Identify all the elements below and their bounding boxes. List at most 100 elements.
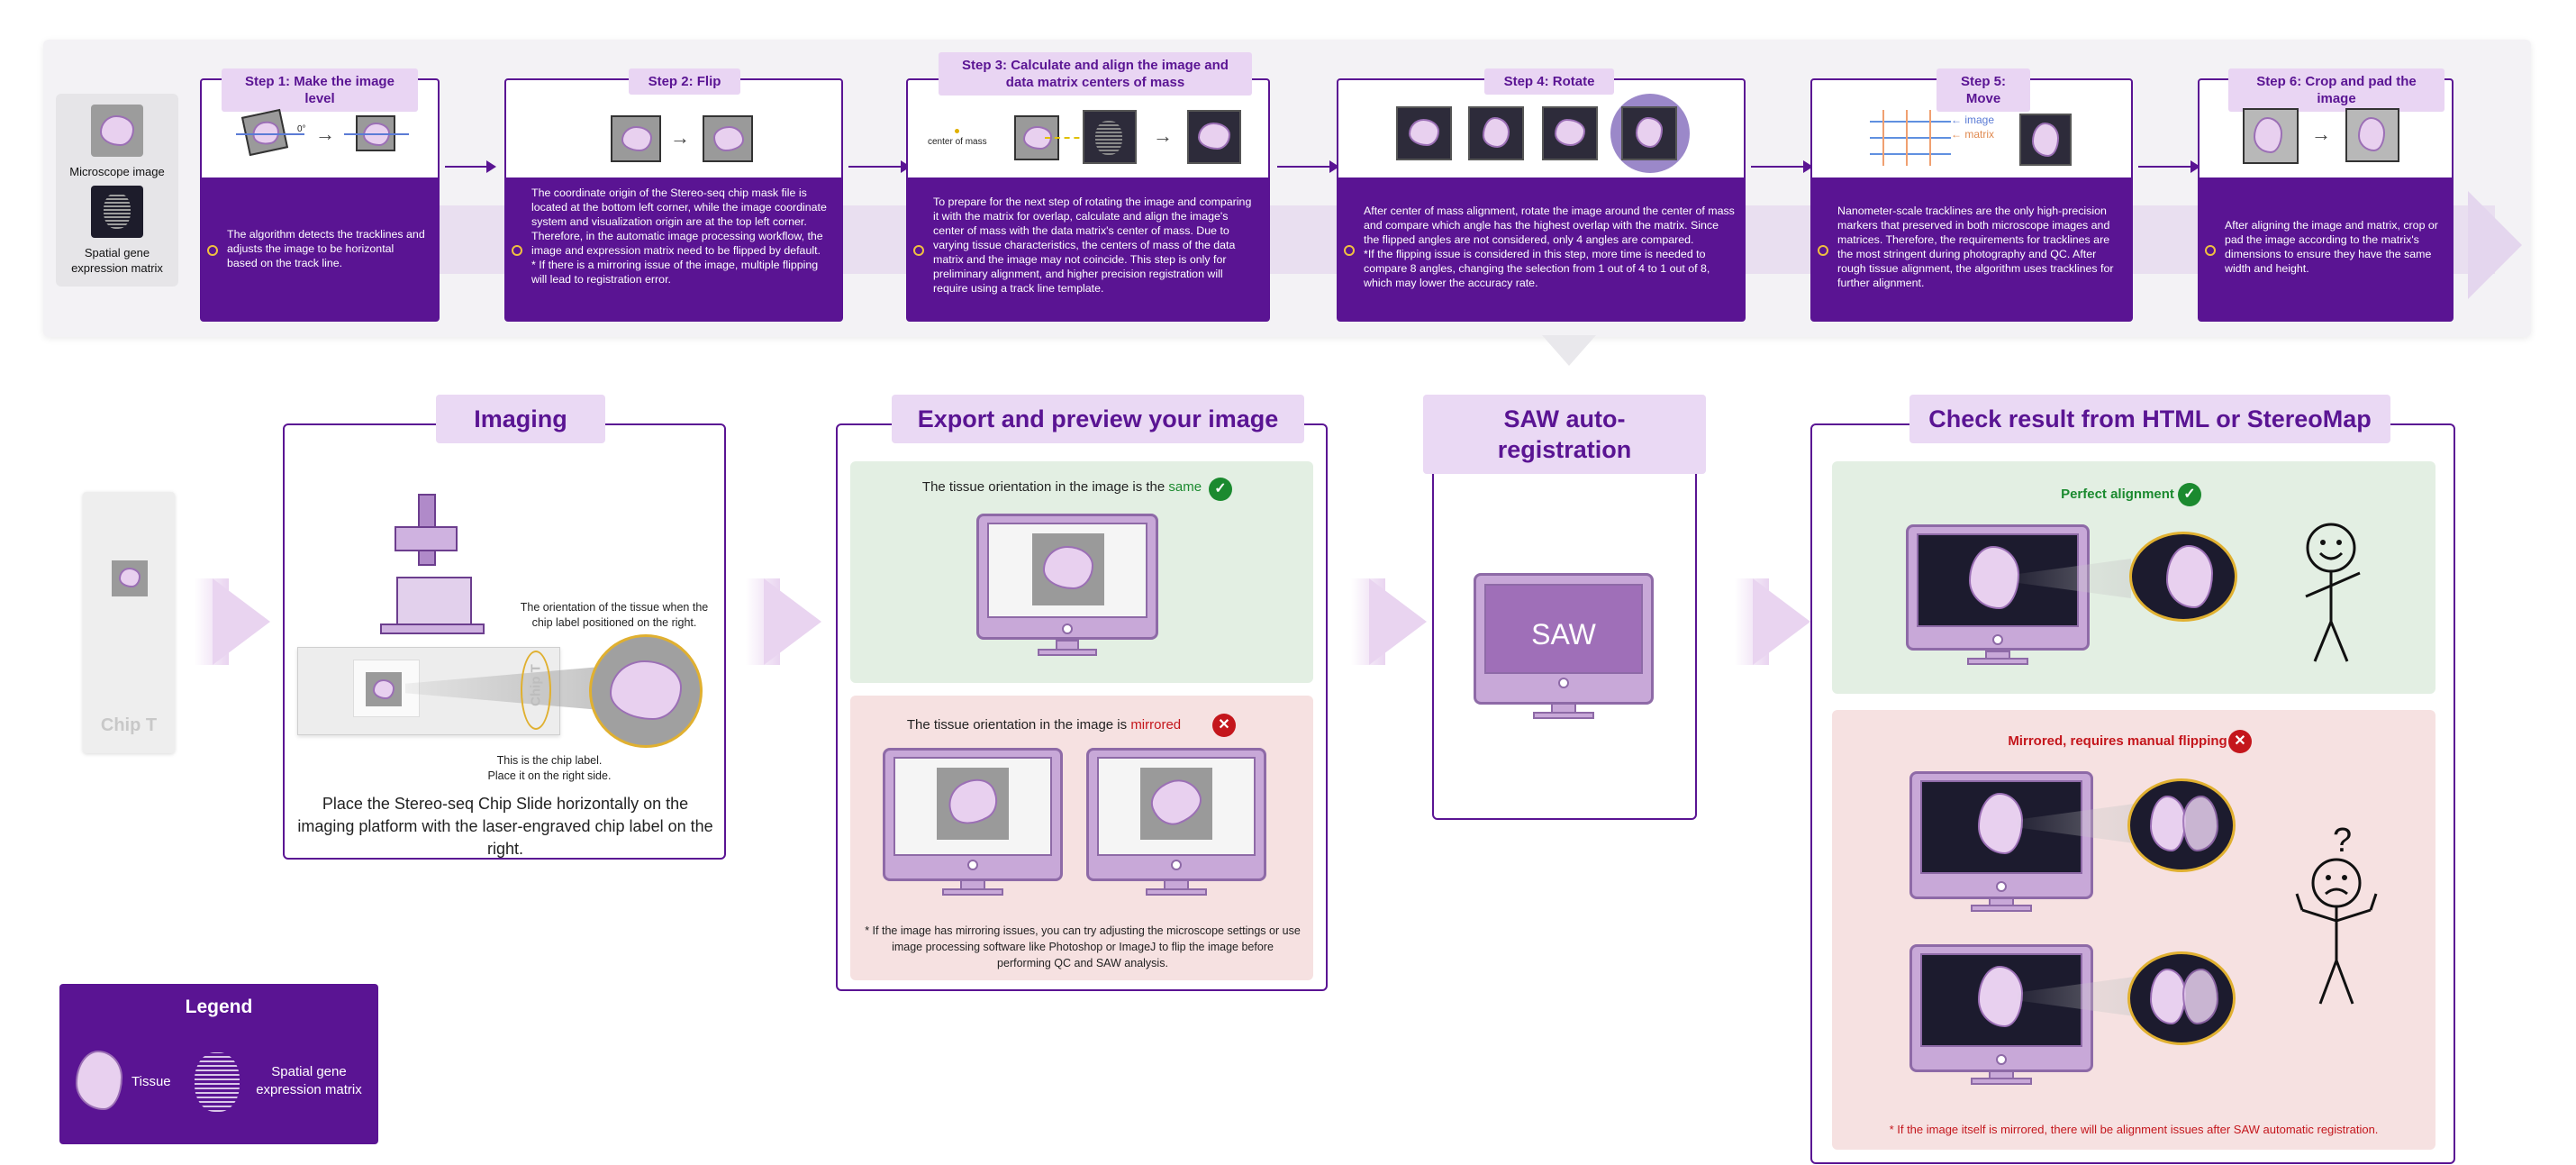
imaging-caption: Place the Stereo-seq Chip Slide horizont… — [297, 795, 713, 858]
step-3-title: Step 3: Calculate and align the image an… — [939, 52, 1252, 96]
step-1-text: The algorithm detects the tracklines and… — [227, 228, 425, 269]
monitor-button — [1996, 881, 2007, 892]
chip-label: Chip T — [100, 715, 158, 735]
aligned-thumb — [1187, 110, 1241, 164]
matrix-dots-icon — [104, 193, 131, 229]
preview-image-thumb — [937, 768, 1009, 840]
legend-title: Legend — [185, 997, 253, 1017]
mass-alignment-line — [1045, 137, 1099, 139]
check-icon: ✓ — [1209, 478, 1232, 501]
monitor-base — [1967, 658, 2028, 665]
flow-arrowhead — [901, 160, 911, 173]
monitor-button — [967, 860, 978, 870]
workflow-band-arrowhead — [2468, 191, 2522, 299]
cropped-image-thumb — [2345, 108, 2399, 162]
tissue-icon — [2182, 969, 2218, 1024]
chip-tissue-thumb — [112, 560, 148, 596]
tissue-icon — [1978, 966, 2023, 1027]
chip-label-highlight — [521, 651, 551, 730]
tissue-icon — [2358, 117, 2385, 151]
flow-arrowhead — [486, 160, 496, 173]
misaligned-zoom-circle — [2127, 778, 2236, 872]
misaligned-zoom-circle — [2127, 951, 2236, 1045]
check-footnote: * If the image itself is mirrored, there… — [1889, 1123, 2379, 1136]
monitor-button — [1992, 634, 2003, 645]
step-4-text: After center of mass alignment, rotate t… — [1364, 205, 1735, 289]
rotation-180-thumb — [1542, 106, 1598, 160]
trackline-grid-icon — [1870, 110, 1951, 166]
question-mark: ? — [2333, 822, 2353, 860]
mass-point-icon — [955, 129, 959, 133]
microscope-stage — [380, 623, 485, 634]
flow-arrowhead — [1803, 160, 1813, 173]
tissue-icon — [119, 568, 141, 587]
rotation-0-thumb — [1396, 106, 1452, 160]
monitor-button — [1171, 860, 1182, 870]
matrix-image-label: Spatial gene expression matrix — [71, 246, 163, 275]
step-4-title: Step 4: Rotate — [1484, 68, 1614, 95]
cross-icon: ✕ — [2228, 730, 2252, 753]
tissue-icon — [610, 660, 682, 720]
tissue-icon — [2032, 123, 2059, 157]
tissue-legend-icon — [76, 1051, 122, 1110]
tissue-icon — [373, 679, 395, 699]
monitor-base — [1971, 905, 2032, 912]
flow-chevron — [213, 578, 270, 665]
matrix-legend-icon — [195, 1052, 240, 1112]
tissue-icon — [100, 115, 134, 146]
imaging-title: Imaging — [436, 395, 605, 443]
confused-figure-icon — [2295, 858, 2378, 1005]
same-orientation-text: The tissue orientation in the image is t… — [921, 479, 1202, 495]
tissue-icon — [621, 126, 652, 151]
tissue-icon — [1636, 117, 1663, 148]
step-3-body — [908, 177, 1268, 320]
matrix-thumb — [1083, 110, 1137, 164]
check-icon: ✓ — [2178, 483, 2201, 506]
step-6-title: Step 6: Crop and pad the image — [2228, 68, 2444, 112]
flow-chevron — [764, 578, 821, 665]
check-title: Check result from HTML or StereoMap — [1909, 395, 2390, 443]
microscope-head — [395, 526, 458, 551]
flow-arrow — [1277, 166, 1329, 168]
step-1-body — [202, 177, 438, 320]
step-5-body — [1812, 177, 2131, 320]
flow-arrowhead — [2191, 160, 2200, 173]
step-1-title: Step 1: Make the image level — [222, 68, 418, 112]
step-2-title: Step 2: Flip — [629, 68, 740, 95]
tissue-icon — [713, 126, 744, 151]
export-footnote: * If the image has mirroring issues, you… — [865, 924, 1301, 969]
flow-arrow — [1751, 166, 1803, 168]
saw-screen — [1484, 584, 1643, 674]
matrix-dots-icon — [1095, 121, 1122, 155]
step-3-text: To prepare for the next step of rotating… — [933, 196, 1252, 295]
tilted-image-thumb — [240, 108, 289, 157]
monitor-base — [1971, 1078, 2032, 1085]
microscope-body — [396, 577, 472, 631]
lightbulb-icon — [207, 245, 218, 256]
track-line — [344, 133, 409, 135]
flow-arrow — [445, 166, 486, 168]
step-4-body — [1338, 177, 1744, 320]
tissue-icon — [2182, 796, 2218, 851]
track-line — [236, 133, 304, 135]
cross-icon: ✕ — [1212, 714, 1236, 737]
platform-tissue-thumb — [366, 672, 402, 706]
microscope-image-label: Microscope image — [69, 165, 165, 178]
center-of-mass-label: center of mass — [928, 137, 987, 147]
microscope-image-thumb — [91, 105, 143, 157]
monitor-base — [942, 888, 1003, 896]
tissue-icon — [2150, 796, 2186, 851]
arrow-icon: → — [315, 123, 335, 145]
lightbulb-icon — [512, 245, 522, 256]
flow-arrow — [2138, 166, 2191, 168]
lightbulb-icon — [1344, 245, 1355, 256]
lightbulb-icon — [2205, 245, 2216, 256]
uncropped-image-thumb — [2243, 108, 2299, 164]
orientation-note: The orientation of the tissue when the c… — [520, 601, 709, 629]
arrow-icon: → — [670, 126, 690, 149]
tissue-icon — [1969, 546, 2019, 609]
tissue-icon — [1555, 119, 1585, 146]
chip-label-note: This is the chip label. Place it on the … — [487, 754, 612, 782]
chip-tag: Chip T — [528, 664, 544, 706]
mirrored-orientation-text: The tissue orientation in the image is m… — [906, 717, 1182, 733]
